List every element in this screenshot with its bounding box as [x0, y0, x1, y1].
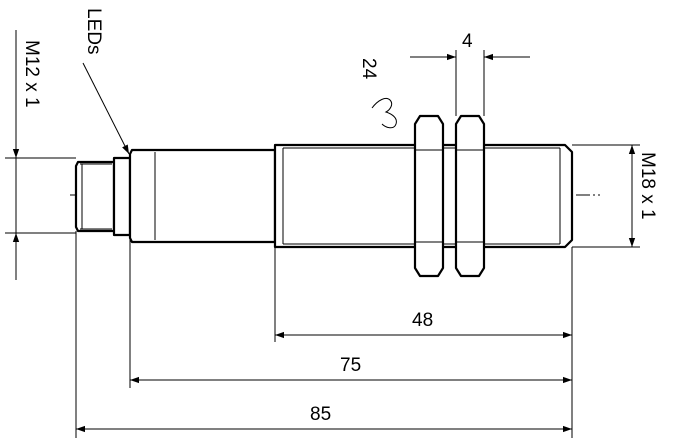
hex-nut-left — [413, 114, 445, 278]
dim-m18 — [572, 144, 640, 248]
wrench-icon — [371, 97, 397, 129]
dim-nut-width — [410, 50, 530, 116]
dim-m12 — [5, 30, 76, 280]
rear-body — [128, 148, 277, 244]
led-flange — [112, 156, 132, 237]
label-nut-width: 4 — [462, 31, 473, 52]
leds-leader — [82, 62, 130, 155]
label-dim-48: 48 — [412, 310, 433, 331]
dim-85 — [75, 231, 572, 438]
label-dim-85: 85 — [310, 404, 331, 425]
label-thread-small: M12 x 1 — [21, 40, 42, 108]
hex-nut-right — [454, 114, 486, 278]
label-dim-75: 75 — [340, 355, 361, 376]
dim-48 — [274, 247, 573, 438]
label-leds: LEDs — [83, 8, 104, 54]
label-wrench-size: 24 — [358, 58, 379, 80]
dim-75 — [129, 238, 572, 388]
label-thread-large: M18 x 1 — [637, 152, 658, 220]
connector-thread — [74, 160, 116, 233]
